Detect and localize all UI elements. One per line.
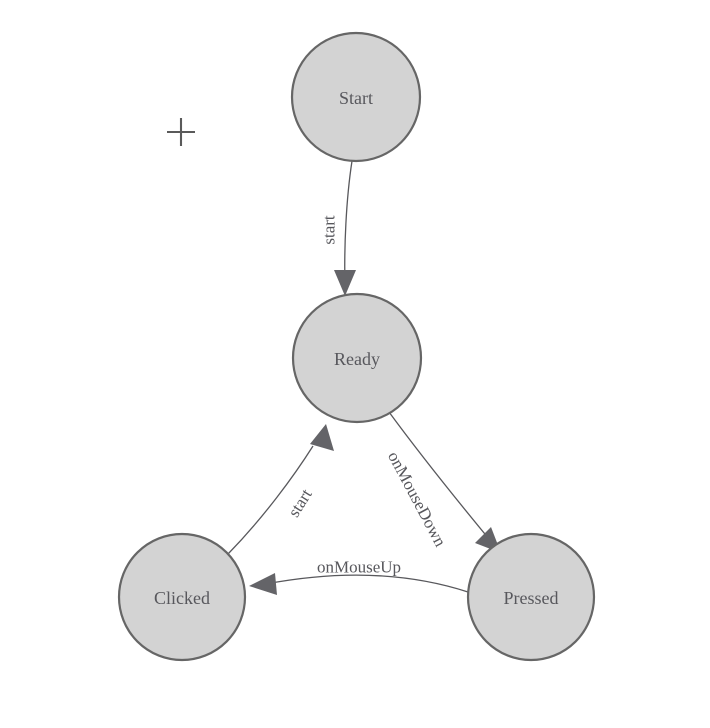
arrowhead-pressed-clicked (249, 573, 277, 595)
edge-clicked-to-ready[interactable]: start (227, 424, 334, 555)
node-ready-circle[interactable] (291, 292, 423, 424)
edge-label-start-ready: start (320, 215, 339, 245)
edge-start-to-ready[interactable]: start (320, 160, 357, 296)
node-pressed[interactable]: Pressed (466, 532, 596, 662)
edge-label-pressed-clicked: onMouseUp (317, 558, 401, 577)
edge-ready-to-pressed[interactable]: onMouseDown (384, 411, 501, 553)
edge-pressed-to-clicked[interactable]: onMouseUp (249, 558, 469, 596)
edge-path-clicked-ready (227, 445, 314, 555)
arrowhead-clicked-ready (310, 424, 334, 451)
edge-path-start-ready (344, 160, 353, 287)
node-start[interactable]: Start (290, 31, 422, 163)
node-start-circle[interactable] (290, 31, 422, 163)
node-clicked-circle[interactable] (117, 532, 247, 662)
crosshair-icon (167, 118, 195, 146)
node-ready-label: Ready (334, 349, 380, 369)
node-pressed-circle[interactable] (466, 532, 596, 662)
node-pressed-label: Pressed (504, 588, 559, 608)
node-clicked-label: Clicked (154, 588, 210, 608)
node-start-label: Start (339, 88, 373, 108)
node-clicked[interactable]: Clicked (117, 532, 247, 662)
arrowhead-start-ready (334, 270, 356, 296)
edge-path-ready-pressed (388, 411, 495, 546)
edge-path-pressed-clicked (265, 574, 469, 593)
node-ready[interactable]: Ready (291, 292, 423, 424)
edge-label-clicked-ready: start (284, 485, 316, 520)
edge-label-ready-pressed: onMouseDown (384, 448, 450, 550)
